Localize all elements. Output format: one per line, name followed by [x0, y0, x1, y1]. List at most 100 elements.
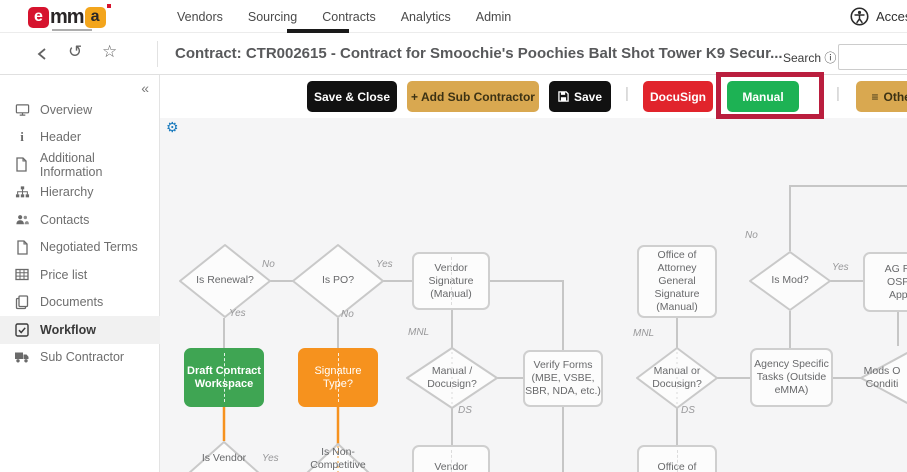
sidebar-item-label: Price list	[40, 267, 88, 282]
save-close-button[interactable]: Save & Close	[307, 81, 397, 112]
top-nav: e mm a Vendors Sourcing Contracts Analyt…	[0, 0, 907, 33]
flow-node-label: Agency Specific Tasks (Outside eMMA)	[754, 358, 829, 396]
action-toolbar: Save & Close + Add Sub Contractor Save |…	[160, 72, 907, 119]
edge-label-no: No	[745, 230, 758, 241]
flow-node-office-of-attorney-bottom[interactable]: Office of Attorney	[637, 445, 717, 472]
sidebar-list: Overview i Header Additional Information…	[0, 96, 160, 371]
logo-e: e	[28, 6, 49, 28]
sidebar-item-workflow[interactable]: Workflow	[0, 316, 160, 344]
flow-node-is-po-label[interactable]: Is PO?	[321, 274, 355, 286]
flow-node-manual-or-docusign-label[interactable]: Manual or Docusign?	[652, 365, 702, 390]
flow-node-is-non-competitive-label[interactable]: Is Non- Competitive	[310, 446, 366, 471]
edge-label-ds: DS	[458, 405, 472, 416]
edge-label-yes: Yes	[376, 259, 393, 270]
logo-tagline	[52, 29, 92, 31]
checkbox-icon	[14, 323, 30, 337]
flow-node-vendor-signature-bottom[interactable]: Vendor Signature	[412, 445, 490, 472]
copy-pages-icon	[14, 295, 30, 310]
flow-node-label: Verify Forms (MBE, VSBE, SBR, NDA, etc.)	[525, 359, 601, 397]
global-search-input[interactable]	[838, 44, 907, 70]
contract-header: ↺ ☆ Contract: CTR002615 - Contract for S…	[0, 33, 907, 75]
flow-node-manual-docusign-label[interactable]: Manual / Docusign?	[427, 365, 477, 390]
sidebar: « Overview i Header Additional Informati…	[0, 75, 160, 472]
add-sub-contractor-button[interactable]: + Add Sub Contractor	[407, 81, 539, 112]
flow-node-label: AG Rec OSP & Appro	[884, 262, 907, 301]
save-button-label: Save	[573, 89, 603, 104]
accessibility-control[interactable]: Access	[850, 7, 907, 26]
other-button[interactable]: ≡ Other	[856, 81, 907, 112]
sidebar-item-label: Overview	[40, 102, 93, 117]
flow-node-label: Vendor Signature (Manual)	[428, 261, 474, 300]
flow-node-mods-conditions-label[interactable]: Mods O Conditi	[863, 365, 901, 390]
flow-node-label: Vendor Signature	[434, 460, 468, 472]
logo-a: a	[84, 6, 106, 28]
edge-label-yes: Yes	[832, 262, 849, 273]
accessibility-label: Access	[876, 9, 907, 24]
flow-node-verify-forms[interactable]: Verify Forms (MBE, VSBE, SBR, NDA, etc.)	[523, 350, 603, 407]
flow-node-is-renewal-label[interactable]: Is Renewal?	[196, 274, 254, 286]
accessibility-icon	[850, 7, 869, 26]
search-info-icon[interactable]: ⓘ	[824, 51, 837, 65]
sidebar-item-label: Contacts	[40, 212, 90, 227]
info-icon: i	[20, 129, 24, 145]
monitor-icon	[14, 103, 30, 117]
tab-vendors[interactable]: Vendors	[177, 9, 223, 24]
sidebar-item-price-list[interactable]: Price list	[0, 261, 160, 289]
edge-label-ds: DS	[681, 405, 695, 416]
tab-analytics[interactable]: Analytics	[400, 9, 451, 24]
contract-title: Contract: CTR002615 - Contract for Smooc…	[175, 45, 783, 62]
sidebar-item-additional-information[interactable]: Additional Information	[0, 151, 160, 179]
tab-contracts[interactable]: Contracts	[322, 9, 376, 24]
header-divider	[157, 41, 158, 67]
sidebar-item-header[interactable]: i Header	[0, 124, 160, 152]
emma-logo[interactable]: e mm a	[28, 4, 111, 31]
flow-node-vendor-signature-manual[interactable]: Vendor Signature (Manual)	[412, 252, 490, 310]
sidebar-item-label: Documents	[40, 295, 104, 310]
history-icon[interactable]: ↺	[68, 42, 83, 61]
search-label-text: Search	[783, 51, 822, 65]
sidebar-item-overview[interactable]: Overview	[0, 96, 160, 124]
sidebar-item-hierarchy[interactable]: Hierarchy	[0, 179, 160, 207]
sidebar-item-label: Sub Contractor	[40, 350, 125, 365]
sidebar-item-label: Workflow	[40, 322, 97, 337]
flow-node-label: Signature Type?	[314, 364, 362, 390]
flow-node-signature-type[interactable]: Signature Type?	[298, 348, 378, 407]
save-floppy-icon	[558, 91, 569, 102]
flow-node-oag-signature-manual[interactable]: Office of Attorney General Signature (Ma…	[637, 245, 717, 318]
toolbar-divider: |	[625, 85, 629, 102]
sidebar-item-label: Negotiated Terms	[40, 240, 138, 255]
sidebar-item-negotiated-terms[interactable]: Negotiated Terms	[0, 234, 160, 262]
docusign-button[interactable]: DocuSign	[643, 81, 713, 112]
back-button[interactable]	[36, 46, 48, 67]
sidebar-item-label: Hierarchy	[40, 185, 94, 200]
flow-node-is-mod-label[interactable]: Is Mod?	[771, 274, 809, 286]
nav-tabs: Vendors Sourcing Contracts Analytics Adm…	[177, 0, 511, 33]
tab-sourcing[interactable]: Sourcing	[247, 9, 298, 24]
save-button[interactable]: Save	[549, 81, 611, 112]
sidebar-item-label: Additional Information	[39, 150, 103, 179]
canvas-settings-gear-icon[interactable]: ⚙	[166, 119, 179, 135]
hierarchy-icon	[14, 185, 30, 199]
sidebar-item-label: Header	[40, 130, 81, 145]
flow-node-draft-contract-workspace[interactable]: Draft Contract Workspace	[184, 348, 264, 407]
people-icon	[14, 213, 30, 226]
sidebar-item-sub-contractor[interactable]: Sub Contractor	[0, 344, 160, 372]
sidebar-collapse-icon[interactable]: «	[141, 80, 149, 96]
sidebar-item-documents[interactable]: Documents	[0, 289, 160, 317]
sidebar-item-contacts[interactable]: Contacts	[0, 206, 160, 234]
flow-node-agency-specific-tasks[interactable]: Agency Specific Tasks (Outside eMMA)	[750, 348, 833, 407]
edge-label-no: No	[341, 309, 354, 320]
document-icon	[14, 157, 30, 172]
flow-node-label: Office of Attorney	[657, 460, 697, 472]
flow-node-ag-rec-osp-approval[interactable]: AG Rec OSP & Appro	[863, 252, 907, 312]
flow-node-label: Draft Contract Workspace	[187, 364, 261, 390]
tab-admin[interactable]: Admin	[475, 9, 512, 24]
manual-button[interactable]: Manual	[727, 81, 799, 112]
other-button-label: Other	[883, 89, 907, 104]
active-tab-underline	[287, 29, 349, 33]
edge-label-yes: Yes	[262, 453, 279, 464]
flow-node-is-vendor-label[interactable]: Is Vendor	[201, 452, 247, 464]
favorite-star-icon[interactable]: ☆	[102, 42, 118, 61]
edge-label-yes: Yes	[229, 308, 246, 319]
